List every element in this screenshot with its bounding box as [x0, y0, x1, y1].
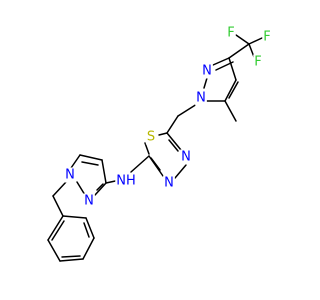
bond [130, 155, 150, 173]
atom-label-background [83, 193, 95, 209]
bond [85, 217, 95, 239]
bond [228, 81, 239, 99]
bond [70, 154, 81, 169]
atom-label-background [262, 29, 272, 45]
fluorine-atom-label: F [263, 30, 270, 45]
nitrogen-atom-label: N [84, 194, 94, 209]
bond [224, 79, 237, 102]
bond [47, 215, 64, 241]
bond [166, 132, 182, 151]
atom-label-background [145, 129, 157, 145]
bond [61, 255, 81, 258]
bond [228, 57, 237, 81]
nitrogen-atom-label: N [202, 64, 212, 79]
nitrogen-atom-label: N [164, 176, 174, 191]
bond [94, 182, 107, 196]
atom-label-background [201, 63, 213, 79]
bond [168, 139, 179, 152]
bond [166, 115, 179, 134]
bond [203, 77, 208, 89]
bond [228, 43, 250, 59]
bond [51, 220, 65, 241]
fluorine-atom-label: F [254, 55, 261, 70]
atom-label-background [253, 54, 263, 70]
bond [177, 103, 198, 117]
bond [144, 142, 150, 155]
nitrogen-atom-label: N [196, 91, 206, 106]
bond [52, 181, 67, 197]
atom-labels: F F F N N S N N NH N N [64, 25, 272, 209]
bond [79, 154, 103, 161]
sulfur-atom-label: S [147, 130, 155, 145]
bond [96, 183, 104, 191]
bond [174, 164, 187, 179]
bond [81, 161, 99, 166]
bond [150, 157, 161, 171]
amine-nh-label: NH [116, 174, 136, 189]
bond [224, 100, 237, 122]
bond [52, 195, 64, 217]
bond [62, 215, 87, 219]
fluorine-atom-label: F [227, 26, 234, 41]
atom-label-background [180, 149, 192, 165]
bond [248, 37, 263, 45]
bond [82, 237, 95, 260]
atom-label-background [64, 167, 76, 183]
atom-label-background [226, 25, 236, 41]
atom-label-background [115, 173, 137, 189]
bond [212, 57, 230, 66]
bonds-group [47, 34, 263, 262]
bond [76, 181, 86, 196]
bond [83, 222, 90, 238]
bond [235, 34, 250, 45]
bond [158, 132, 168, 136]
nitrogen-atom-label: N [65, 168, 75, 183]
bond [248, 43, 255, 58]
bond [101, 159, 107, 184]
molecule-structure: F F F N N S N N NH N N [47, 25, 272, 262]
nitrogen-atom-label: N [181, 150, 191, 165]
atom-label-background [195, 90, 207, 106]
bond [47, 239, 61, 262]
bond [59, 258, 84, 262]
atom-label-background [163, 175, 175, 191]
